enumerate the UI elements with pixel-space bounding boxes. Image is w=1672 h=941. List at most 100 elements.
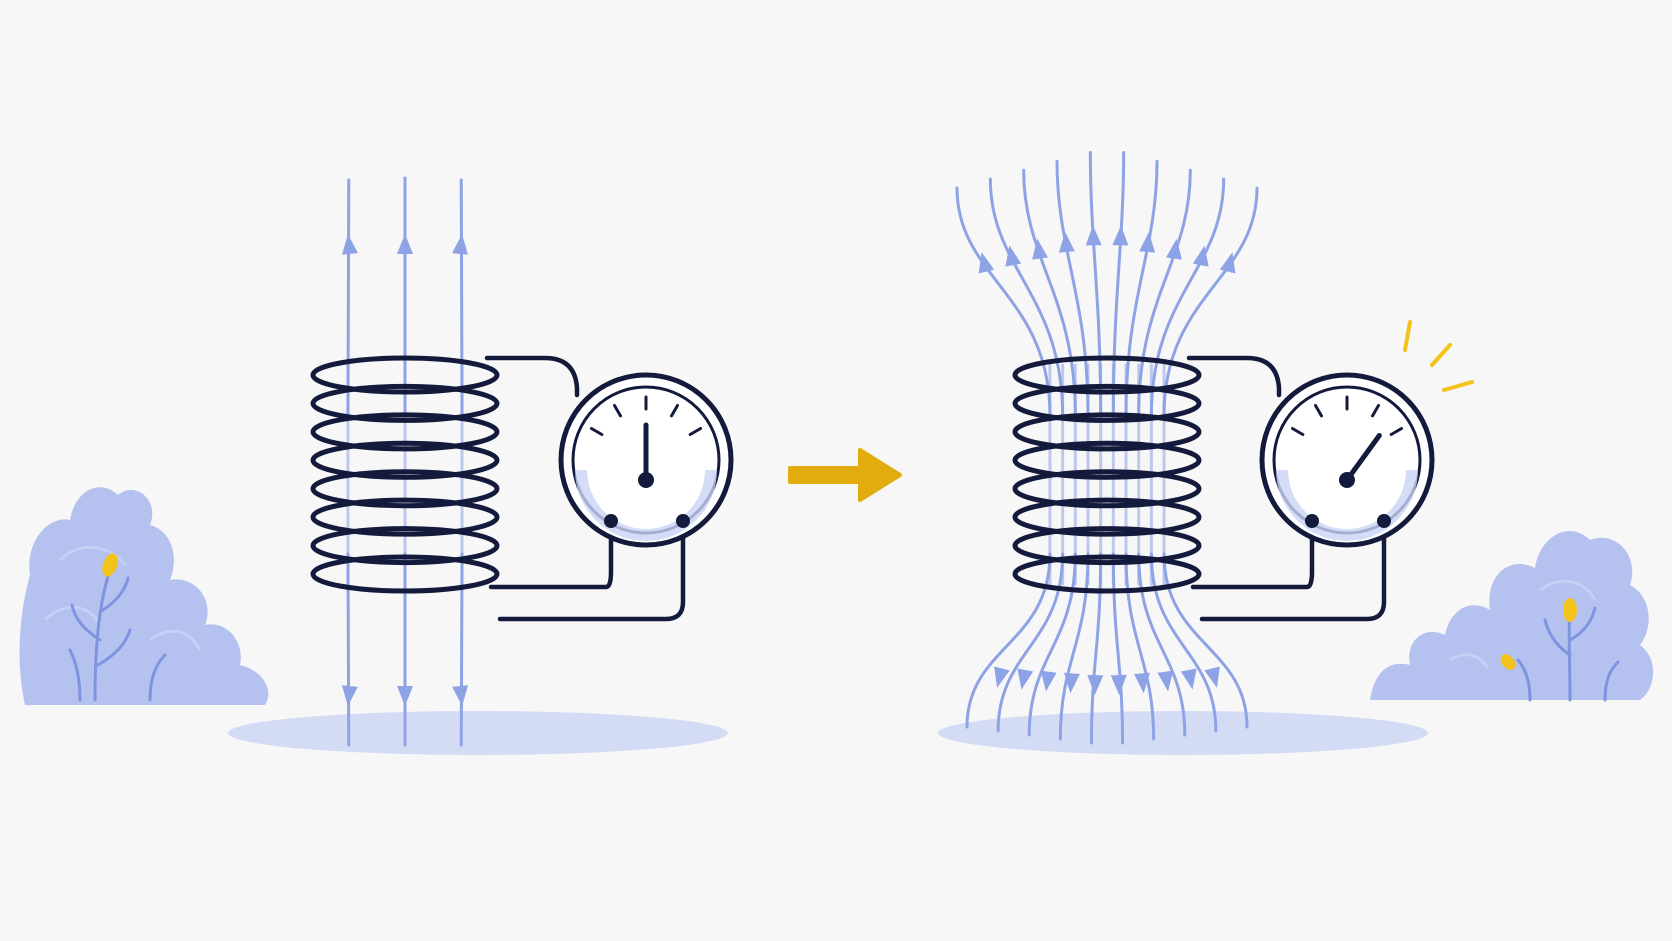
field-line-lower xyxy=(459,552,464,747)
coil-ring xyxy=(310,526,500,566)
field-line-lower xyxy=(1027,552,1077,737)
bush-left-flower xyxy=(102,553,118,577)
wire-bottom xyxy=(497,519,686,622)
field-line-upper xyxy=(1162,186,1259,417)
meter-pivot xyxy=(638,472,654,488)
wire-middle xyxy=(488,519,614,590)
coil-ring xyxy=(310,497,500,537)
field-line-upper xyxy=(955,186,1052,417)
field-arrow-up xyxy=(1192,245,1209,267)
field-arrow-up xyxy=(1032,238,1048,260)
coil-ring xyxy=(310,554,500,594)
field-arrow-up xyxy=(978,252,995,274)
field-line-upper xyxy=(1088,150,1103,417)
coil-ring xyxy=(1012,469,1202,509)
meter-terminal xyxy=(604,514,618,528)
bush-right-flower xyxy=(1563,598,1577,622)
field-line-lower xyxy=(1149,552,1218,733)
coil-ring xyxy=(310,469,500,509)
field-arrow-down xyxy=(994,666,1010,688)
meter-needle xyxy=(1344,433,1382,483)
coil-ring xyxy=(1012,497,1202,537)
field-line-lower xyxy=(1137,552,1187,737)
meter-tick xyxy=(670,403,679,418)
field-arrow-down xyxy=(1110,674,1127,696)
sparkle-ray xyxy=(1430,343,1452,367)
field-arrow-down xyxy=(1040,670,1057,692)
field-arrow-down xyxy=(1134,672,1150,694)
wire-middle xyxy=(1190,519,1315,590)
field-arrow-down xyxy=(1087,674,1104,696)
field-line-lower xyxy=(965,552,1052,729)
field-line-upper xyxy=(1111,150,1126,417)
field-line-lower xyxy=(346,552,351,747)
coil xyxy=(1012,355,1202,594)
field-arrow-up xyxy=(1085,225,1102,246)
field-line-upper xyxy=(1149,177,1226,417)
panel-after xyxy=(938,150,1474,755)
bush-right-foliage xyxy=(1370,530,1654,700)
field-arrow-down xyxy=(1204,666,1220,688)
meter-tick xyxy=(1371,403,1380,418)
meter-tick xyxy=(688,427,703,436)
wire-bottom xyxy=(1199,519,1387,622)
wire-top xyxy=(1186,355,1282,398)
galvanometer-icon xyxy=(558,372,734,548)
bush-left-stems xyxy=(68,568,167,702)
coil-ring xyxy=(310,355,500,395)
field-arrow-down xyxy=(341,685,358,706)
field-arrow-up xyxy=(397,234,413,254)
magnetic-field-lines xyxy=(341,176,469,747)
field-arrow-down xyxy=(1017,668,1034,690)
circuit-wires xyxy=(1186,355,1387,622)
transition-arrow xyxy=(788,448,902,502)
meter-tick xyxy=(1389,427,1404,436)
field-line-lower xyxy=(1111,552,1125,745)
coil-ring xyxy=(1012,355,1202,395)
coil-ring xyxy=(1012,554,1202,594)
field-arrow-up xyxy=(1112,225,1129,246)
field-arrow-down xyxy=(452,685,469,706)
circuit-wires xyxy=(484,355,686,622)
galvanometer-icon xyxy=(1259,372,1435,548)
arrow-right-icon xyxy=(788,448,902,502)
meter-terminal xyxy=(676,514,690,528)
meter-pivot xyxy=(1339,472,1355,488)
field-line-lower xyxy=(1124,552,1156,741)
coil-ring xyxy=(310,440,500,480)
field-line-lower xyxy=(1089,552,1103,745)
field-arrow-up xyxy=(1058,232,1075,253)
field-arrow-down xyxy=(397,686,413,706)
meter-tick xyxy=(613,403,622,418)
meter-tick xyxy=(589,427,604,436)
bush-left-foliage xyxy=(19,487,269,705)
meter-tick xyxy=(1314,403,1323,418)
coil-ring xyxy=(1012,526,1202,566)
coil xyxy=(310,355,500,594)
bush-right-flower-small xyxy=(1500,654,1516,670)
panel-before xyxy=(228,176,734,755)
field-arrow-down xyxy=(1180,668,1197,690)
field-arrow-down xyxy=(1157,670,1174,692)
field-arrow-up xyxy=(1166,238,1182,260)
field-arrow-down xyxy=(1064,672,1080,694)
field-line-upper xyxy=(1137,168,1192,417)
coil-ring xyxy=(1012,383,1202,423)
field-arrow-up xyxy=(1219,252,1236,274)
meter-tick xyxy=(1290,427,1305,436)
ground-shadow xyxy=(228,711,728,755)
meter-terminal xyxy=(1305,514,1319,528)
field-line-upper xyxy=(988,177,1065,417)
coil-ring xyxy=(1012,412,1202,452)
sparkle-ray xyxy=(1403,320,1412,352)
field-line-upper xyxy=(1022,168,1077,417)
sparkle-ray xyxy=(1442,380,1474,392)
field-arrow-up xyxy=(1005,245,1022,267)
field-arrow-up xyxy=(452,234,468,255)
bush-right xyxy=(1370,530,1654,702)
field-line-lower xyxy=(1058,552,1090,741)
meter-terminal xyxy=(1377,514,1391,528)
bush-left xyxy=(19,487,269,705)
sparkle-icon xyxy=(1403,320,1474,392)
